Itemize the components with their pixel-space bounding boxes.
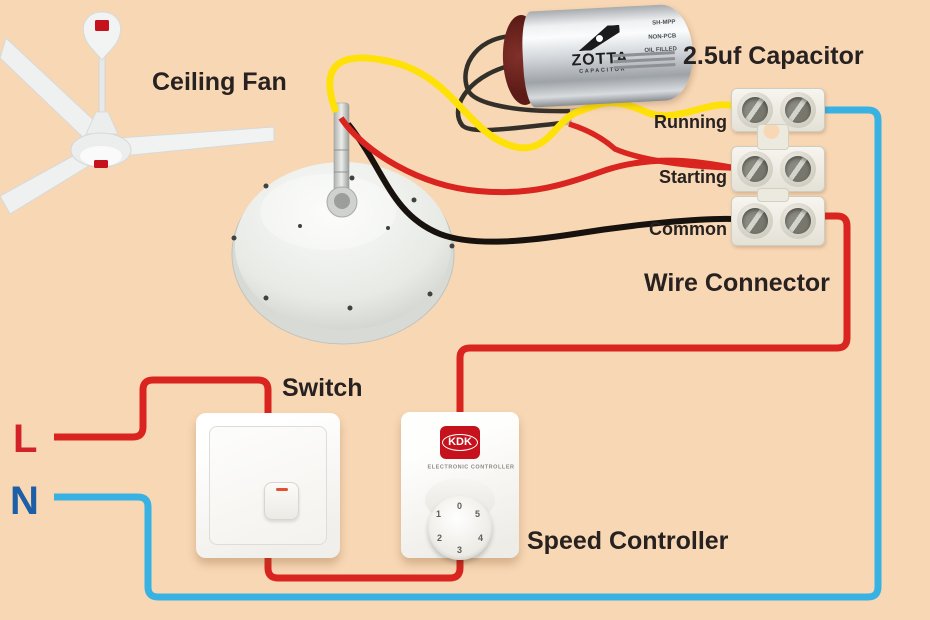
dial-number: 2 xyxy=(437,533,443,543)
switch-device xyxy=(196,413,340,558)
terminal-screw xyxy=(737,151,773,187)
live-wire-controller-to-common xyxy=(456,212,851,416)
terminal-screw xyxy=(780,203,816,239)
controller-subtitle: ELECTRONIC CONTROLLER xyxy=(427,464,515,471)
terminal-screw xyxy=(737,203,773,239)
wire-connector-label: Wire Connector xyxy=(644,269,830,297)
live-terminal-label: L xyxy=(13,417,38,461)
terminal-screw xyxy=(737,92,773,128)
switch-frame xyxy=(209,426,327,545)
capacitor-body: ZOTTA CAPACITOR SH-MPP NON-PCB OIL FILLE… xyxy=(520,3,696,108)
capacitor-spec-line: SH-MPP xyxy=(651,18,676,27)
live-wire-switch-to-controller xyxy=(264,550,464,582)
motor-highlight xyxy=(260,174,396,250)
dial-number: 0 xyxy=(457,501,463,511)
dial-number: 3 xyxy=(457,545,463,555)
kdk-badge-hub-icon xyxy=(94,160,108,168)
common-terminal-label: Common xyxy=(649,219,727,239)
dial-number: 5 xyxy=(475,509,481,519)
speed-controller-label: Speed Controller xyxy=(527,527,729,555)
common-wire-black xyxy=(345,122,735,245)
speed-dial: 0 1 2 3 4 5 xyxy=(428,496,492,560)
fan-blade-upper-left xyxy=(0,37,101,147)
fan-hub-face xyxy=(80,146,122,166)
ceiling-fan-illustration xyxy=(0,11,275,215)
terminal-screw xyxy=(780,151,816,187)
terminal-screw xyxy=(780,92,816,128)
capacitor-to-starting-wire xyxy=(568,121,735,171)
fan-blade-right xyxy=(117,126,275,157)
dial-number: 4 xyxy=(478,533,484,543)
capacitor-label: 2.5uf Capacitor xyxy=(683,42,864,70)
capacitor-device: ZOTTA CAPACITOR SH-MPP NON-PCB OIL FILLE… xyxy=(500,3,702,109)
motor-screws xyxy=(231,175,455,311)
neutral-wire xyxy=(54,106,882,601)
dial-number: 1 xyxy=(436,509,442,519)
switch-label: Switch xyxy=(282,374,363,402)
capacitor-fine-print xyxy=(612,48,676,72)
capacitor-spec-line: NON-PCB xyxy=(647,32,677,41)
zotta-logo-icon xyxy=(577,25,620,51)
terminal-block-starting xyxy=(731,146,825,192)
starting-wire-red xyxy=(338,116,735,196)
ceiling-fan-label: Ceiling Fan xyxy=(152,68,287,96)
capacitor-lead-2 xyxy=(455,61,563,133)
kdk-badge-canopy-icon xyxy=(95,20,109,31)
controller-brand: KDK xyxy=(442,434,478,451)
fan-canopy xyxy=(82,11,122,61)
connector-tab xyxy=(757,124,789,150)
switch-rocker-button xyxy=(264,482,299,520)
terminal-block-common xyxy=(731,196,825,246)
running-terminal-label: Running xyxy=(654,112,727,132)
speed-controller-device: KDK ELECTRONIC CONTROLLER 0 1 2 3 4 5 xyxy=(401,412,519,560)
shaft-collar-hole xyxy=(334,193,350,209)
connector-tab xyxy=(757,188,789,202)
kdk-logo: KDK xyxy=(440,426,480,459)
starting-terminal-label: Starting xyxy=(658,167,727,187)
neutral-terminal-label: N xyxy=(10,479,39,523)
fan-hub-cone xyxy=(85,111,119,135)
running-wire-yellow xyxy=(326,54,735,152)
live-wire-to-switch xyxy=(54,376,272,441)
switch-indicator xyxy=(276,488,288,491)
